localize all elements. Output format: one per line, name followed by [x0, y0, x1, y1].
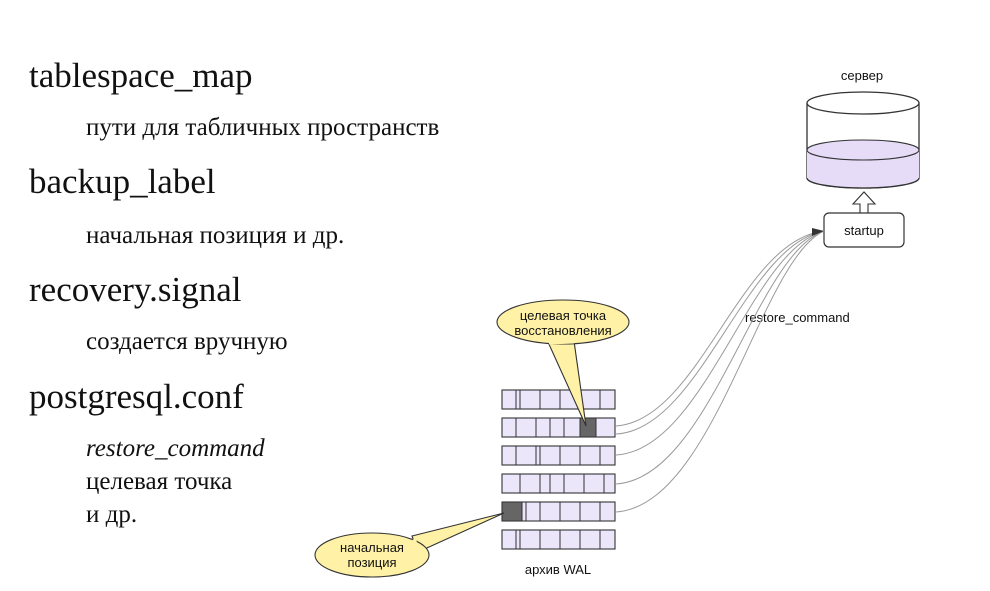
desc-recovery-signal: создается вручную	[86, 328, 288, 355]
wal-row	[501, 389, 616, 410]
wal-row	[501, 529, 616, 550]
target-callout-join	[548, 340, 575, 345]
desc-backup-label: начальная позиция и др.	[86, 222, 345, 249]
wal-row	[501, 473, 616, 494]
target-callout-pointer	[547, 340, 587, 427]
server-database-icon	[806, 91, 920, 189]
wal-archive	[501, 389, 616, 550]
term-recovery-signal: recovery.signal	[29, 270, 242, 309]
start-segment-marker	[501, 501, 523, 522]
restore-command-label: restore_command	[745, 310, 850, 325]
start-callout-pointer	[411, 512, 505, 553]
start-callout-line-1: начальная	[340, 540, 404, 555]
target-callout-bubble	[496, 299, 630, 345]
target-callout-line-1: целевая точка	[520, 308, 607, 323]
up-arrow-icon	[851, 191, 877, 214]
desc-postgresql-conf-2: целевая точка	[86, 468, 233, 495]
wal-row	[501, 501, 616, 522]
startup-label: startup	[844, 223, 884, 238]
target-segment-marker	[579, 417, 597, 438]
term-postgresql-conf: postgresql.conf	[29, 377, 244, 416]
restore-command-curves	[615, 230, 825, 513]
start-callout-join	[412, 538, 421, 552]
wal-archive-label: архив WAL	[525, 562, 591, 577]
desc-tablespace-map: пути для табличных пространств	[86, 114, 440, 141]
target-callout-line-2: восстановления	[514, 323, 611, 338]
wal-row	[501, 417, 616, 438]
desc-postgresql-conf-1: restore_command	[86, 432, 265, 465]
desc-postgresql-conf-3: и др.	[86, 501, 138, 528]
arrowhead-icon	[812, 228, 824, 236]
server-label: сервер	[841, 68, 883, 83]
term-backup-label: backup_label	[29, 162, 216, 201]
startup-process-box	[823, 212, 905, 248]
term-tablespace-map: tablespace_map	[29, 56, 253, 95]
start-callout-bubble	[314, 532, 430, 578]
start-callout-line-2: позиция	[347, 555, 396, 570]
wal-row	[501, 445, 616, 466]
restore-command-text: restore_command	[86, 435, 265, 462]
